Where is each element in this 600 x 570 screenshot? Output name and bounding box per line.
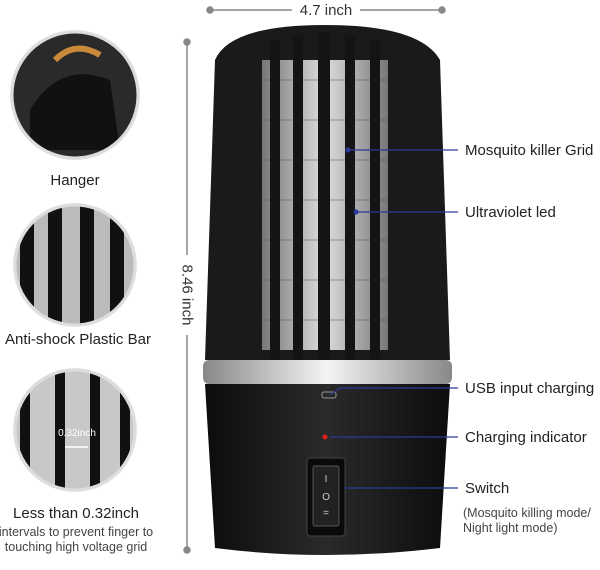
switch-sub-line-2: Night light mode) bbox=[463, 521, 558, 535]
usb-port bbox=[321, 391, 337, 399]
svg-text:O: O bbox=[322, 492, 330, 503]
callout-ultraviolet-led: Ultraviolet led bbox=[465, 204, 556, 221]
plastic-bar-label: Anti-shock Plastic Bar bbox=[5, 331, 151, 348]
plastic-bar-detail-image bbox=[13, 203, 137, 327]
switch-sub-line-1: (Mosquito killing mode/ bbox=[463, 506, 591, 520]
gap-inset-text: 0.32inch bbox=[58, 428, 96, 439]
width-dimension-label: 4.7 inch bbox=[299, 2, 353, 19]
gap-sub-line-1: intervals to prevent finger to bbox=[0, 525, 154, 539]
callout-charging-indicator: Charging indicator bbox=[465, 429, 587, 446]
lamp-cage bbox=[205, 25, 450, 360]
gap-sub-line-2: touching high voltage grid bbox=[4, 540, 148, 554]
hanger-detail-image bbox=[10, 30, 140, 160]
callout-usb-charging: USB input charging bbox=[465, 380, 595, 397]
gap-label: Less than 0.32inch bbox=[13, 505, 139, 522]
callout-switch: Switch bbox=[465, 480, 510, 497]
height-dimension-label: 8.46 inch bbox=[178, 264, 196, 326]
charging-indicator-light bbox=[322, 434, 328, 440]
silver-ring bbox=[203, 360, 452, 384]
width-dimension-line bbox=[206, 6, 446, 14]
callout-mosquito-grid: Mosquito killer Grid bbox=[465, 142, 594, 159]
height-dimension-line bbox=[183, 38, 191, 554]
gap-detail-image bbox=[13, 368, 137, 492]
svg-text:=: = bbox=[323, 508, 329, 519]
callout-lines bbox=[329, 147, 458, 489]
switch-button: I O = bbox=[306, 457, 346, 537]
hanger-label: Hanger bbox=[50, 172, 100, 189]
svg-text:I: I bbox=[325, 474, 328, 485]
